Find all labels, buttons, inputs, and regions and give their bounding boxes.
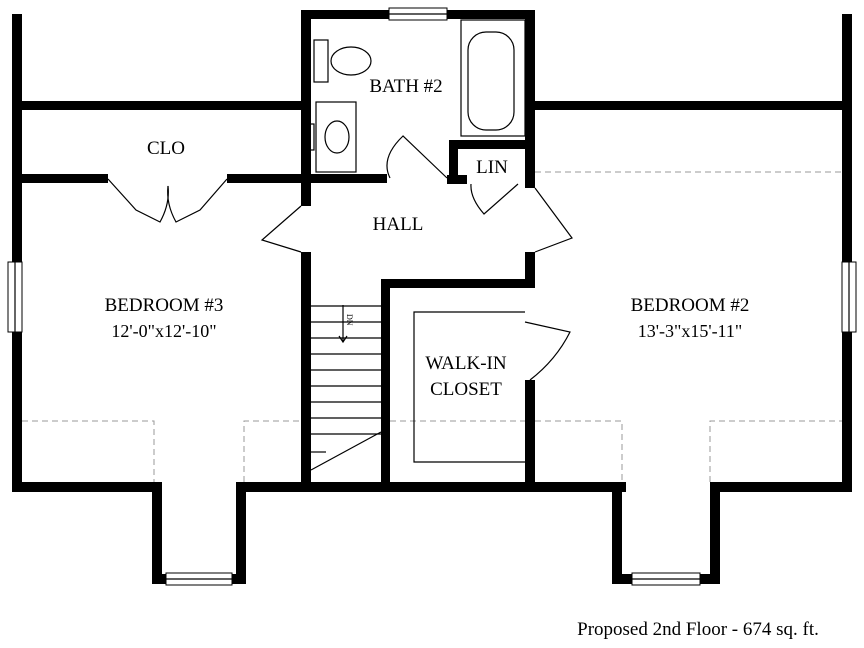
left-wall-lower [12,332,22,490]
linen-door-swing [470,183,519,215]
stair-left-wall [301,252,311,490]
dashed-lines [22,171,842,482]
walkin-label-line1: WALK-IN [425,353,507,374]
toilet-tank-icon [313,39,329,83]
doors [107,135,573,381]
bottom-wall-right [710,482,852,492]
bedroom3-door-swing [260,205,302,253]
bath-bottom-wall [301,174,387,183]
linen-left-wall [449,140,458,184]
walkin-left-wall [381,279,390,490]
dormer3-right [236,482,246,584]
bedroom3-label: BEDROOM #3 [105,295,224,316]
linen-stub [447,175,467,184]
clo-bifold-left [107,178,169,223]
plan-caption: Proposed 2nd Floor - 674 sq. ft. [577,619,819,640]
bath-top-wall-left [301,10,389,19]
kneewall-left [12,101,310,110]
bottom-wall-left [12,482,162,492]
walls [12,10,852,584]
bath-top-wall-right [447,10,535,19]
clo-bifold-right [167,178,228,223]
bedroom3-size: 12'-0"x12'-10" [111,321,216,341]
clo-label: CLO [147,138,185,159]
bath-door-swing [386,135,448,179]
hall-label: HALL [373,214,424,235]
linen-label: LIN [476,157,508,178]
walkin-label-line2: CLOSET [430,379,502,400]
bedroom2-size: 13'-3"x15'-11" [638,321,743,341]
dormer2-bottom-left [612,574,632,584]
bath-left-wall [301,10,311,206]
bottom-wall-mid [236,482,626,492]
dormer2-right [710,482,720,584]
dormer3-bottom-left [152,574,166,584]
windows [7,7,857,586]
bedroom2-door-swing [534,187,573,253]
dormer2-left [612,482,622,584]
walkin-door-swing [524,321,571,381]
bedroom2-label: BEDROOM #2 [631,295,750,316]
room-labels: BATH #2 CLO LIN HALL BEDROOM #3 12'-0"x1… [105,76,750,400]
walkin-right-wall [525,380,535,490]
sink-icon [324,120,350,154]
left-wall-upper [12,14,22,262]
clo-bottom-wall-right [227,174,311,183]
clo-bottom-wall-left [12,174,108,183]
bath-right-wall [525,10,535,188]
right-wall-lower [842,332,852,490]
hall-right-wall-upper [525,252,535,288]
bath-fixtures [305,19,526,173]
walkin-top-wall [381,279,535,288]
bathtub-icon [460,19,526,137]
bath-label: BATH #2 [369,76,442,97]
toilet-bowl-icon [330,46,372,76]
stair-direction-label: DN [345,314,354,326]
stairs: DN [310,305,382,471]
kneewall-right [530,101,852,110]
right-wall-upper [842,14,852,262]
dormer3-left [152,482,162,584]
walkin-shelf [413,311,525,463]
vanity-icon [315,101,357,173]
linen-top-wall [449,140,535,149]
